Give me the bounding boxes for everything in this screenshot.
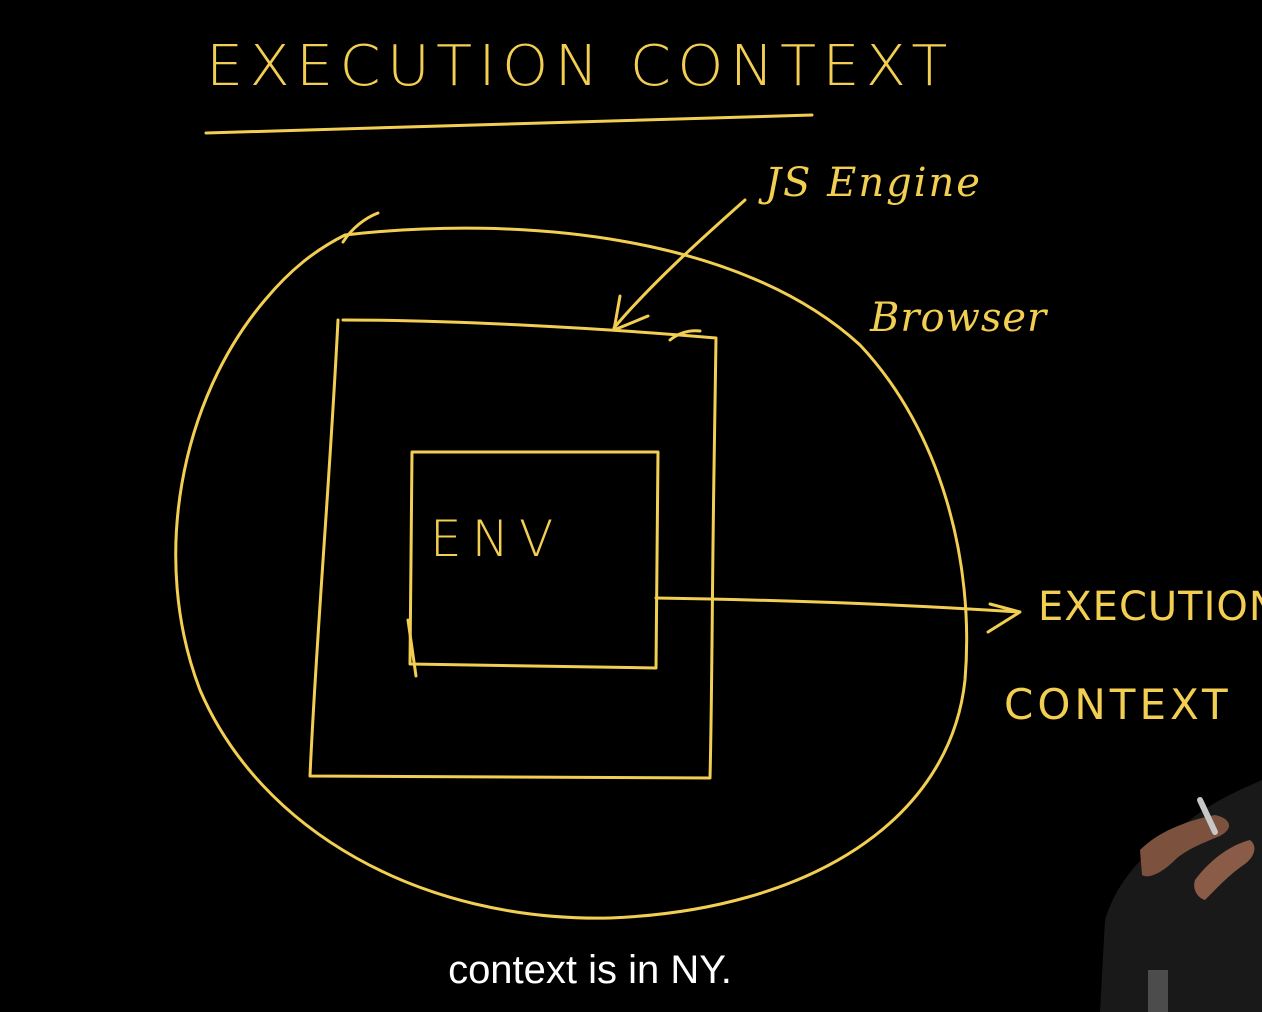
env-label: ENV — [430, 510, 564, 568]
video-caption: context is in NY. — [448, 948, 732, 992]
inner-box-tick — [406, 618, 418, 678]
execution-context-arrow-head — [986, 602, 1022, 634]
title-underline — [204, 113, 814, 135]
js-engine-label: JS Engine — [765, 160, 982, 206]
js-engine-arrow-head — [612, 294, 650, 332]
inner-box — [408, 450, 660, 670]
middle-box — [308, 318, 718, 780]
execution-context-label-line1: EXECUTION — [1038, 584, 1262, 630]
browser-label: Browser — [870, 295, 1048, 341]
middle-box-corner-tick — [668, 329, 702, 342]
presenter-silhouette — [1100, 780, 1262, 1012]
execution-context-arrow — [654, 596, 1020, 614]
board-title: EXECUTION CONTEXT — [206, 34, 954, 99]
js-engine-arrow — [612, 198, 747, 330]
outer-circle — [174, 226, 969, 920]
outer-circle-tick — [341, 211, 380, 244]
execution-context-label-line2: CONTEXT — [1004, 680, 1232, 729]
